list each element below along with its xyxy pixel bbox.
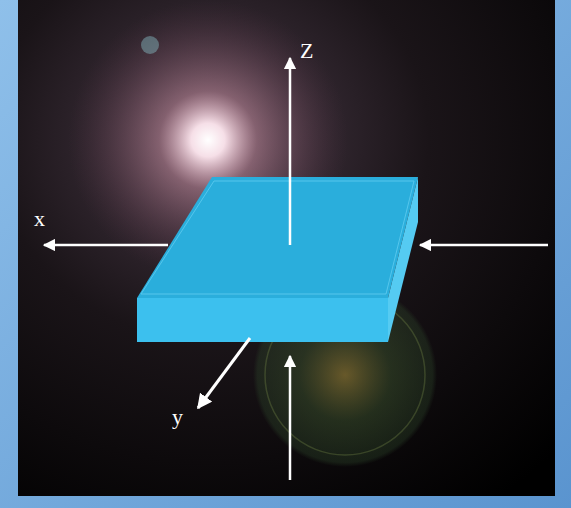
y-axis-label: y	[172, 406, 183, 428]
x-axis-label: x	[34, 208, 45, 230]
z-axis-label: Z	[300, 40, 313, 62]
